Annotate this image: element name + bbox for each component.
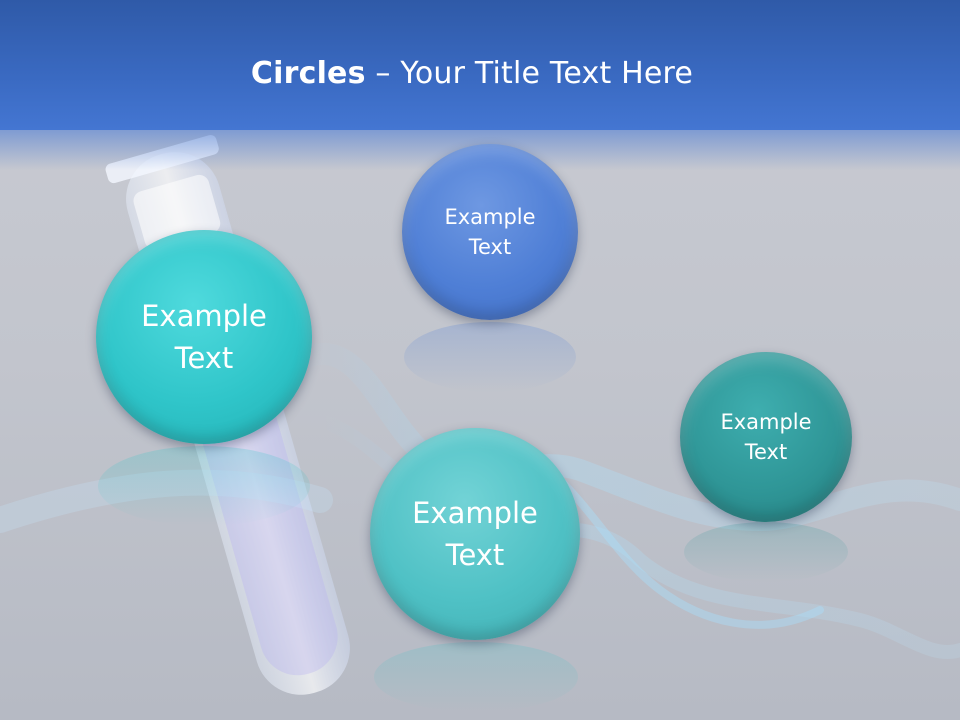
slide-title-rest: – Your Title Text Here xyxy=(365,56,694,91)
circle-label: Example Text xyxy=(141,295,267,379)
circle-reflection xyxy=(684,522,848,582)
circle-reflection xyxy=(404,322,576,392)
circle-reflection xyxy=(98,446,310,526)
slide-title-strong: Circles xyxy=(250,56,366,91)
circle-reflection xyxy=(374,642,578,712)
circle-label-line1: Example xyxy=(412,495,538,530)
circle-label: Example Text xyxy=(444,202,535,263)
circle-label-line1: Example xyxy=(444,204,536,229)
circle-label-line1: Example xyxy=(720,409,812,434)
circle-label-line2: Text xyxy=(174,341,234,375)
circle-label-line2: Text xyxy=(468,235,512,259)
circle-bottom-center[interactable]: Example Text xyxy=(370,428,580,640)
slide-title: Circles – Your Title Text Here xyxy=(0,56,944,91)
circle-label-line2: Text xyxy=(445,538,505,572)
circle-left[interactable]: Example Text xyxy=(96,230,312,444)
circle-label-line2: Text xyxy=(744,440,788,464)
circle-top-center[interactable]: Example Text xyxy=(402,144,578,320)
circle-label: Example Text xyxy=(412,492,538,576)
circle-label-line1: Example xyxy=(141,298,267,333)
circle-label: Example Text xyxy=(720,407,811,468)
circle-right[interactable]: Example Text xyxy=(680,352,852,522)
title-bar xyxy=(0,0,960,130)
